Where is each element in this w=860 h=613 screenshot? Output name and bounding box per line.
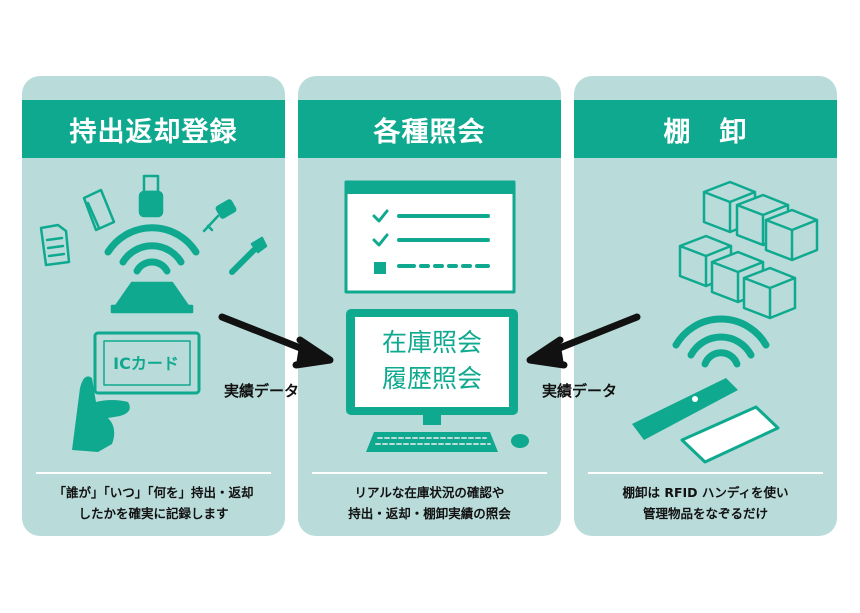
caption-line: 棚卸は RFID ハンディを使い <box>622 485 789 500</box>
panel-caption-inquiry: リアルな在庫状況の確認や 持出・返却・棚卸実績の照会 <box>306 482 553 524</box>
panel-divider <box>36 472 271 474</box>
caption-line: 管理物品をなぞるだけ <box>642 506 768 521</box>
ic-card-icon <box>93 331 201 395</box>
stacked-boxes-icon <box>678 180 819 320</box>
flow-arrow-left <box>218 313 334 369</box>
monitor-icon <box>346 309 518 425</box>
caption-line: 持出・返却・棚卸実績の照会 <box>348 506 511 521</box>
panel-checkout-return: 持出返却登録 「誰が」「いつ」「何を」持出・返却 したかを確実に記録します <box>22 76 285 536</box>
document-icon <box>39 223 71 267</box>
panel-title-checkout-return: 持出返却登録 <box>22 100 285 158</box>
hand-icon <box>72 376 130 452</box>
wrench-icon <box>229 236 268 275</box>
panel-divider <box>588 472 823 474</box>
keyboard-icon <box>366 432 498 452</box>
caption-line: したかを確実に記録します <box>78 506 229 521</box>
panel-caption-inventory: 棚卸は RFID ハンディを使い 管理物品をなぞるだけ <box>582 482 829 524</box>
flow-arrow-right <box>526 313 641 369</box>
caption-line: 「誰が」「いつ」「何を」持出・返却 <box>53 485 254 500</box>
notebook-icon <box>82 188 116 232</box>
panel-divider <box>312 472 547 474</box>
screen-line-history-inquiry: 履歴照会 <box>382 364 482 393</box>
caption-line: リアルな在庫状況の確認や <box>354 485 505 500</box>
panel-title-inventory: 棚 卸 <box>574 100 837 158</box>
wifi-signal-icon <box>672 315 770 368</box>
key-icon <box>202 199 237 233</box>
smartphone-icon <box>680 405 780 464</box>
mouse-icon <box>511 434 529 448</box>
card-reader-icon <box>110 281 194 314</box>
panel-caption-checkout-return: 「誰が」「いつ」「何を」持出・返却 したかを確実に記録します <box>30 482 277 524</box>
ic-card-label: ICカード <box>113 354 179 373</box>
flow-label-results-data: 実績データ <box>224 382 300 400</box>
panel-inquiry: 各種照会 リアルな在庫状況の確認や 持出・返却・棚卸実績の照会 <box>298 76 561 536</box>
rfid-handheld-icon <box>632 378 738 440</box>
flow-label-results-data: 実績データ <box>542 382 618 400</box>
usb-stick-icon <box>138 174 164 218</box>
checklist-window-icon <box>344 180 516 294</box>
screen-line-stock-inquiry: 在庫照会 <box>382 328 482 357</box>
panel-title-inquiry: 各種照会 <box>298 100 561 158</box>
wifi-signal-icon <box>104 224 200 275</box>
